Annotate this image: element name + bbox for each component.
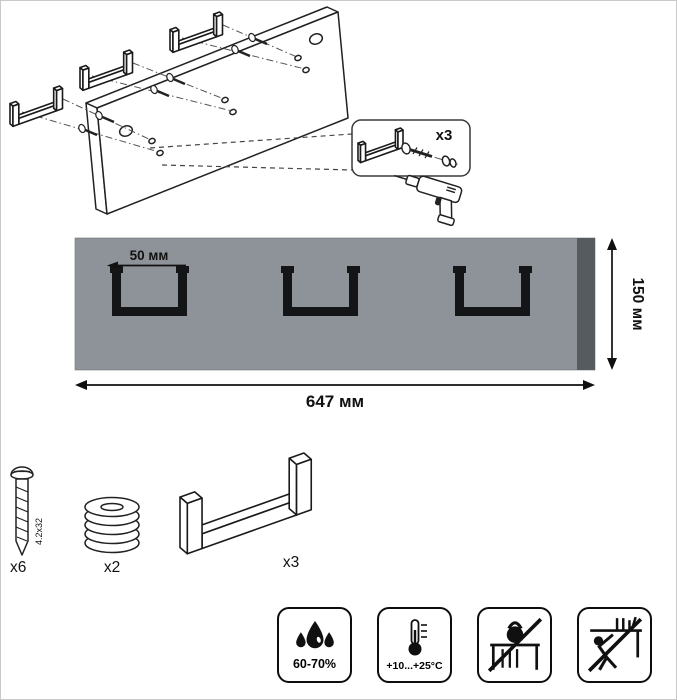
mounting-holes xyxy=(148,54,310,157)
hook-offset-label: 50 мм xyxy=(130,248,169,263)
drill-icon xyxy=(394,174,463,227)
hanging-hole xyxy=(118,125,134,137)
hook-icon xyxy=(179,452,313,555)
no-climbing-box xyxy=(577,607,652,683)
no-heavy-load-box xyxy=(477,607,552,683)
panel-board xyxy=(85,6,349,215)
height-label: 150 мм xyxy=(629,277,646,330)
product-front-view: 50 мм 150 мм 647 мм xyxy=(74,237,646,411)
temperature-care-box: +10...+25°C xyxy=(377,607,452,683)
hook-front-view xyxy=(281,266,360,316)
panel-edge xyxy=(577,238,595,370)
parts-list: 4.2x32 x6 x2 x3 xyxy=(10,452,313,576)
care-icons-row: 60-70% +10...+25°C xyxy=(277,607,652,683)
washer-count-label: x2 xyxy=(104,559,120,576)
assembly-diagram: x3 xyxy=(9,6,471,227)
temperature-range-label: +10...+25°C xyxy=(386,660,443,673)
hook-front-view xyxy=(453,266,532,316)
hook-icon xyxy=(9,85,63,127)
detail-callout: x3 xyxy=(149,119,471,227)
hook-count-label: x3 xyxy=(283,554,299,571)
no-climbing-icon xyxy=(587,616,642,673)
panel-front xyxy=(74,237,596,371)
thermometer-icon xyxy=(408,619,427,656)
humidity-care-box: 60-70% xyxy=(277,607,352,683)
water-drops-icon xyxy=(295,620,334,648)
screw-size-label: 4.2x32 xyxy=(34,518,44,545)
hook-front-view xyxy=(110,266,189,316)
dimension-hook-offset: 50 мм xyxy=(107,248,186,270)
dimension-height: 150 мм xyxy=(607,238,646,370)
dimension-width: 647 мм xyxy=(75,380,595,411)
no-heavy-load-icon xyxy=(487,617,542,673)
screw-icon xyxy=(10,466,34,556)
humidity-range-label: 60-70% xyxy=(292,657,337,671)
hanging-hole xyxy=(308,33,324,45)
screw-count-label: x6 xyxy=(10,559,26,576)
washer-stack-icon xyxy=(84,496,140,554)
wall-plug-icon xyxy=(441,155,457,168)
callout-count-label: x3 xyxy=(436,127,453,144)
width-label: 647 мм xyxy=(306,392,364,411)
